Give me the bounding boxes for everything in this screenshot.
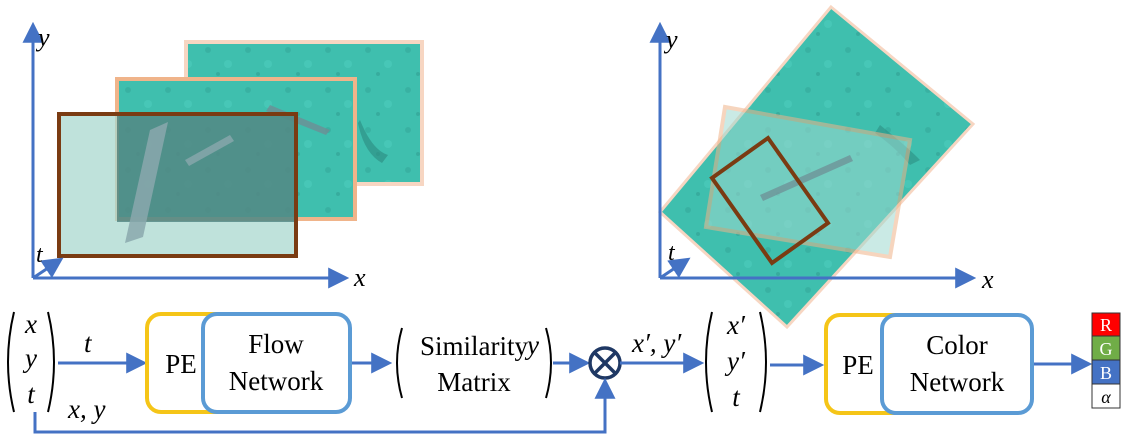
xy-edge-label: x, y	[67, 394, 105, 424]
rgba-output: R G B α	[1091, 312, 1121, 409]
color-network-line2: Network	[910, 367, 1005, 397]
boat-icon	[125, 122, 168, 243]
output-a-cell	[1091, 383, 1121, 409]
xy-edge	[33, 377, 616, 434]
pe-label-2: PE	[842, 350, 874, 380]
output-b-cell	[1091, 359, 1121, 385]
input-x: x	[24, 309, 37, 339]
left-t-axis	[32, 257, 64, 280]
input-t: t	[27, 379, 36, 409]
left-panel: y x t	[22, 21, 424, 292]
output-r: R	[1100, 315, 1112, 335]
pipeline: x y t t PE Flow Network Similarity Matri…	[7, 309, 1121, 434]
frame-front-dark	[57, 112, 298, 258]
output-g: G	[1100, 339, 1113, 359]
color-network-box	[880, 313, 1034, 415]
output-b: B	[1100, 363, 1112, 383]
flow-network-line1: Flow	[248, 329, 304, 359]
t-edge-label: t	[84, 328, 93, 358]
warped-y: y′	[724, 346, 746, 376]
multiply-operator	[588, 346, 622, 380]
input-y: y	[22, 343, 37, 373]
right-y-label: y	[663, 25, 678, 54]
left-t-label: t	[36, 242, 44, 268]
warped-vector: x′ y′ t	[705, 310, 767, 413]
similarity-line1: Similarity	[420, 331, 529, 361]
flow-network-line2: Network	[229, 366, 324, 396]
right-t-label: t	[668, 240, 676, 266]
right-x-label: x	[981, 265, 994, 294]
similarity-matrix: Similarity Matrix y	[396, 327, 552, 399]
left-y-label: y	[35, 23, 50, 52]
right-t-axis	[659, 257, 691, 280]
boat-icon	[760, 155, 853, 201]
frame-rotated-dark	[709, 135, 831, 266]
warped-t: t	[732, 382, 741, 412]
xprime-edge-label: x′, y′	[631, 328, 682, 358]
flow-network-box	[201, 312, 352, 414]
color-network-line1: Color	[926, 330, 988, 360]
pe-label-1: PE	[165, 349, 197, 379]
warped-x: x′	[726, 310, 746, 340]
similarity-suffix: y	[524, 330, 539, 360]
boat-icon	[185, 135, 234, 166]
left-x-label: x	[353, 263, 366, 292]
right-panel: y x t	[649, 4, 994, 330]
similarity-line2: Matrix	[437, 367, 511, 397]
output-a: α	[1101, 387, 1111, 407]
input-vector: x y t	[7, 309, 55, 413]
